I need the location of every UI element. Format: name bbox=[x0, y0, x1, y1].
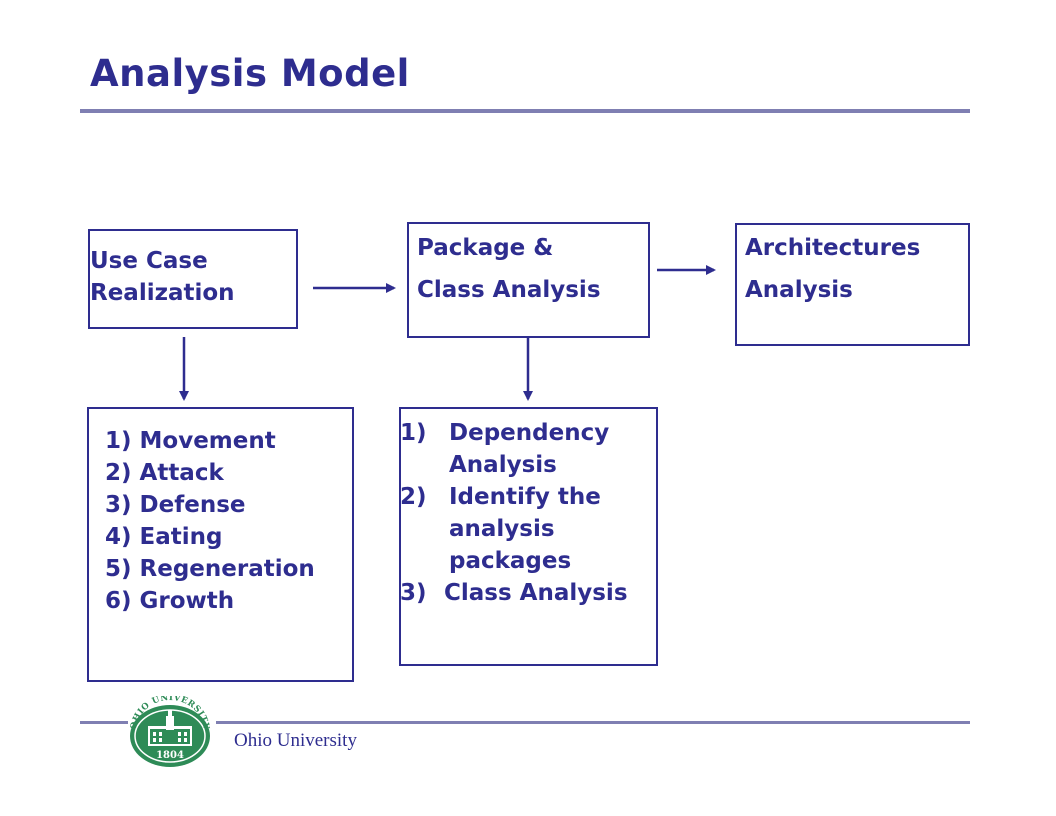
footer-institution: Ohio University bbox=[234, 730, 357, 751]
list-line: Identify the bbox=[449, 484, 601, 510]
footer-divider-right bbox=[216, 721, 970, 724]
list-line: Class Analysis bbox=[444, 580, 628, 606]
list-line: analysis bbox=[449, 516, 555, 542]
package-line-1: Package & bbox=[417, 235, 554, 261]
package-list-box bbox=[399, 407, 658, 666]
ohio-university-seal-icon: OHIO UNIVERSITY 1804 bbox=[129, 696, 211, 767]
list-number: 3) bbox=[400, 580, 427, 606]
list-number: 2) bbox=[400, 484, 427, 510]
footer-divider-left bbox=[80, 721, 128, 724]
list-line: Analysis bbox=[449, 452, 557, 478]
package-line-2: Class Analysis bbox=[417, 277, 601, 303]
seal-year: 1804 bbox=[156, 750, 184, 761]
list-item: 2) Attack bbox=[105, 460, 224, 486]
list-number: 1) bbox=[400, 420, 427, 446]
list-item: 2) Identify the analysis packages bbox=[400, 481, 628, 577]
use-case-realization-box bbox=[88, 229, 298, 329]
architecture-line-1: Architectures bbox=[745, 235, 921, 261]
list-item: 1) Dependency Analysis bbox=[400, 417, 628, 481]
architecture-line-2: Analysis bbox=[745, 277, 853, 303]
package-list: 1) Dependency Analysis 2) Identify the a… bbox=[400, 417, 628, 609]
list-item: 6) Growth bbox=[105, 588, 235, 614]
use-case-line-1: Use Case bbox=[90, 248, 208, 274]
use-case-line-2: Realization bbox=[90, 280, 235, 306]
list-item: 4) Eating bbox=[105, 524, 223, 550]
use-case-list-box bbox=[87, 407, 354, 682]
package-class-analysis-box bbox=[407, 222, 650, 338]
list-item: 3) Class Analysis bbox=[400, 577, 628, 609]
title-divider bbox=[80, 109, 970, 113]
list-item: 3) Defense bbox=[105, 492, 246, 518]
use-case-list: 1) Movement 2) Attack 3) Defense 4) Eati… bbox=[105, 425, 315, 617]
architectures-analysis-box bbox=[735, 223, 970, 346]
list-line: Dependency bbox=[449, 420, 610, 446]
slide-title: Analysis Model bbox=[90, 52, 410, 95]
list-line: packages bbox=[449, 548, 572, 574]
list-item: 1) Movement bbox=[105, 428, 276, 454]
list-item: 5) Regeneration bbox=[105, 556, 315, 582]
